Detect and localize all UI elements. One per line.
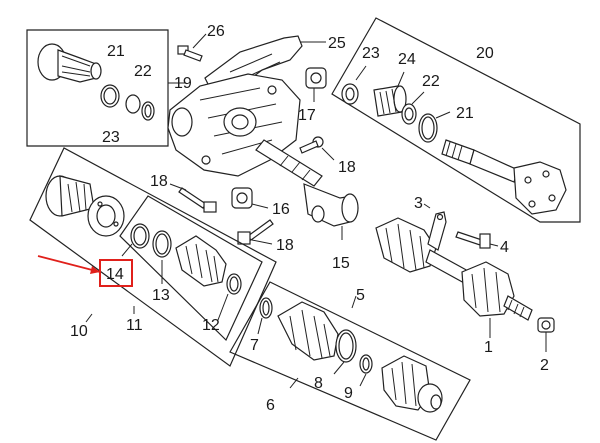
callout-2: 2 — [540, 357, 549, 374]
callout-23b: 23 — [362, 45, 380, 62]
boot-11-part — [175, 235, 227, 287]
callout-19: 19 — [174, 75, 192, 92]
callout-6: 6 — [266, 397, 275, 414]
callout-22a: 22 — [134, 63, 152, 80]
callout-14: 14 — [106, 266, 124, 283]
callout-23a: 23 — [102, 129, 120, 146]
clamp-13-part — [152, 230, 172, 258]
callout-5: 5 — [356, 287, 365, 304]
callout-20: 20 — [476, 45, 494, 62]
callout-15: 15 — [332, 255, 350, 272]
callout-12: 12 — [202, 317, 220, 334]
inset-box-20 — [331, 17, 581, 223]
bushing-16-part — [231, 187, 253, 209]
cv-joint-10-part — [45, 175, 125, 237]
callout-9: 9 — [344, 385, 353, 402]
callout-21a: 21 — [107, 43, 125, 60]
intermediate-shaft-part — [255, 139, 359, 227]
callout-13: 13 — [152, 287, 170, 304]
bolt-18-center-part — [237, 219, 274, 245]
callout-11: 11 — [126, 317, 143, 334]
callout-10: 10 — [70, 323, 88, 340]
callout-22b: 22 — [422, 73, 440, 90]
bolt-18-right-part — [299, 136, 324, 154]
callout-25: 25 — [328, 35, 346, 52]
callout-labels: 21 22 23 19 26 25 17 18 18 16 18 15 23 2… — [70, 23, 549, 414]
callout-18a: 18 — [150, 173, 168, 190]
bushing-17-part — [305, 67, 327, 89]
inset-box-19 — [26, 29, 169, 147]
callout-24: 24 — [398, 51, 416, 68]
callout-7: 7 — [250, 337, 259, 354]
callout-1: 1 — [484, 339, 493, 356]
callout-26: 26 — [207, 23, 225, 40]
highlight-14 — [37, 255, 133, 287]
shaft-20-part — [441, 139, 567, 215]
inset-box-11 — [119, 195, 263, 342]
callout-4: 4 — [500, 239, 509, 256]
callout-21b: 21 — [456, 105, 474, 122]
bearing-24-part — [373, 85, 407, 117]
callout-3: 3 — [414, 195, 423, 212]
cv-joint-6-part — [381, 355, 443, 413]
bolt-18-left-part — [178, 187, 217, 213]
inset-box-5 — [229, 281, 471, 441]
callout-18b: 18 — [276, 237, 294, 254]
ring-23-inset — [125, 94, 141, 114]
callout-8: 8 — [314, 375, 323, 392]
bracket-3-part — [427, 211, 447, 251]
seal-23-part — [341, 83, 359, 105]
callout-16: 16 — [272, 201, 290, 218]
drive-shaft-1-part — [375, 217, 533, 321]
inset-box-10 — [29, 147, 277, 367]
nut-2-part — [537, 317, 555, 333]
bolt-26-part — [177, 45, 203, 62]
outer-cv-joint-part — [37, 43, 102, 83]
callout-17: 17 — [298, 107, 316, 124]
callout-18c: 18 — [338, 159, 356, 176]
bolt-4-part — [455, 231, 491, 249]
